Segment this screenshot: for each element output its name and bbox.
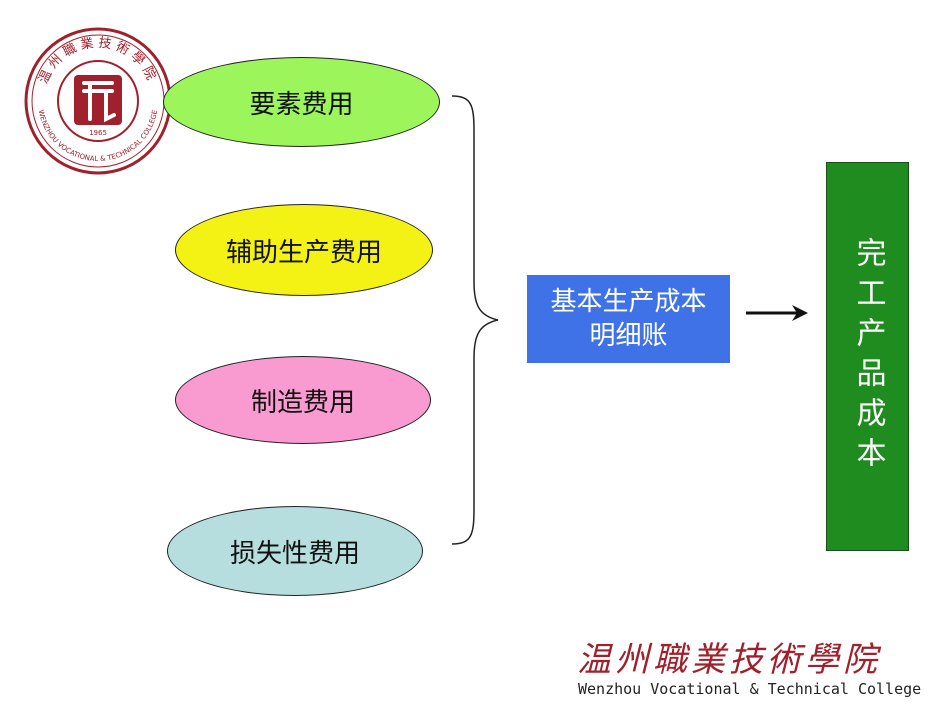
finished-product-cost: 完工产品成本 bbox=[826, 162, 909, 551]
grouping-brace bbox=[440, 92, 510, 552]
ledger-line-1: 基本生产成本 bbox=[550, 287, 707, 317]
node-auxiliary-production-cost-label: 辅助生产费用 bbox=[225, 237, 382, 268]
footer-college-name-cn: 温州職業技術學院 bbox=[577, 640, 881, 680]
node-manufacturing-overhead: 制造费用 bbox=[175, 356, 431, 444]
node-auxiliary-production-cost: 辅助生产费用 bbox=[175, 204, 433, 296]
node-manufacturing-overhead-label: 制造费用 bbox=[250, 387, 355, 418]
flow-arrow-icon bbox=[744, 302, 812, 328]
college-logo: 温州職業技術學院 WENZHOU VOCATIONAL & TECHNICAL … bbox=[24, 27, 172, 179]
finished-product-cost-label: 完工产品成本 bbox=[850, 236, 886, 477]
footer-college-name-en: Wenzhou Vocational & Technical College bbox=[578, 680, 922, 698]
basic-production-cost-ledger: 基本生产成本 明细账 bbox=[527, 275, 730, 363]
node-factor-cost: 要素费用 bbox=[163, 57, 440, 147]
node-loss-cost: 损失性费用 bbox=[167, 506, 423, 596]
node-factor-cost-label: 要素费用 bbox=[249, 89, 354, 120]
logo-year: 1965 bbox=[89, 129, 107, 137]
logo-emblem bbox=[74, 75, 122, 125]
ledger-line-2: 明细账 bbox=[589, 321, 668, 351]
node-loss-cost-label: 损失性费用 bbox=[229, 538, 360, 569]
